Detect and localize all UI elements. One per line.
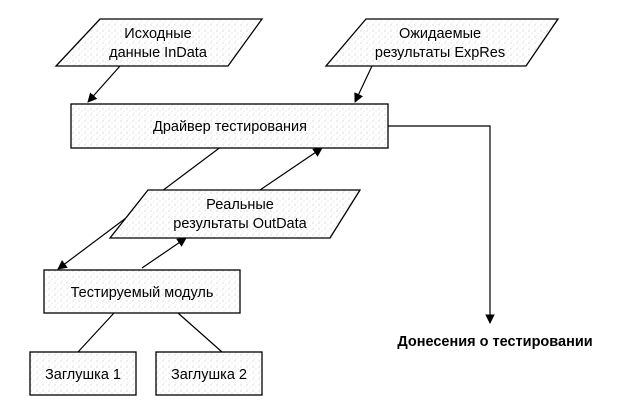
stub-2-node: Заглушка 2 bbox=[155, 351, 263, 396]
test-report-label: Донесения о тестировании bbox=[397, 334, 592, 350]
input-data-label-line2: данные InData bbox=[109, 45, 208, 61]
expected-results-label-line2: результаты ExpRes bbox=[375, 45, 505, 61]
edge-driver-to-report bbox=[388, 125, 495, 324]
edge-expected-results-to-driver bbox=[354, 65, 373, 103]
module-under-test-node: Тестируемый модуль bbox=[43, 269, 241, 314]
edge-input-data-to-driver bbox=[87, 65, 121, 103]
input-data-node: Исходные данные InData bbox=[54, 18, 264, 67]
module-under-test-label: Тестируемый модуль bbox=[71, 285, 214, 301]
stub-1-shape bbox=[29, 351, 137, 396]
expected-results-label-line1: Ожидаемые bbox=[399, 26, 481, 42]
real-results-label-line1: Реальные bbox=[206, 197, 274, 213]
test-driver-label: Драйвер тестирования bbox=[153, 119, 307, 135]
edge-module-to-stub-1 bbox=[77, 312, 115, 353]
stub-1-label: Заглушка 1 bbox=[45, 367, 121, 383]
edge-module-to-stub-2 bbox=[177, 312, 223, 353]
expected-results-node: Ожидаемые результаты ExpRes bbox=[324, 18, 560, 67]
real-results-shape bbox=[108, 189, 362, 239]
stub-1-node: Заглушка 1 bbox=[29, 351, 137, 396]
edge-module-to-real-results bbox=[141, 237, 187, 269]
test-driver-shape bbox=[70, 103, 389, 149]
test-driver-node: Драйвер тестирования bbox=[70, 103, 389, 149]
real-results-label-line2: результаты OutData bbox=[173, 216, 307, 232]
input-data-label-line1: Исходные bbox=[124, 26, 191, 42]
stub-2-label: Заглушка 2 bbox=[171, 367, 247, 383]
edge-real-results-to-driver bbox=[259, 147, 323, 191]
expected-results-shape bbox=[324, 18, 560, 67]
stub-2-shape bbox=[155, 351, 263, 396]
real-results-node: Реальные результаты OutData bbox=[108, 189, 362, 239]
input-data-shape bbox=[54, 18, 264, 67]
module-under-test-shape bbox=[43, 269, 241, 314]
